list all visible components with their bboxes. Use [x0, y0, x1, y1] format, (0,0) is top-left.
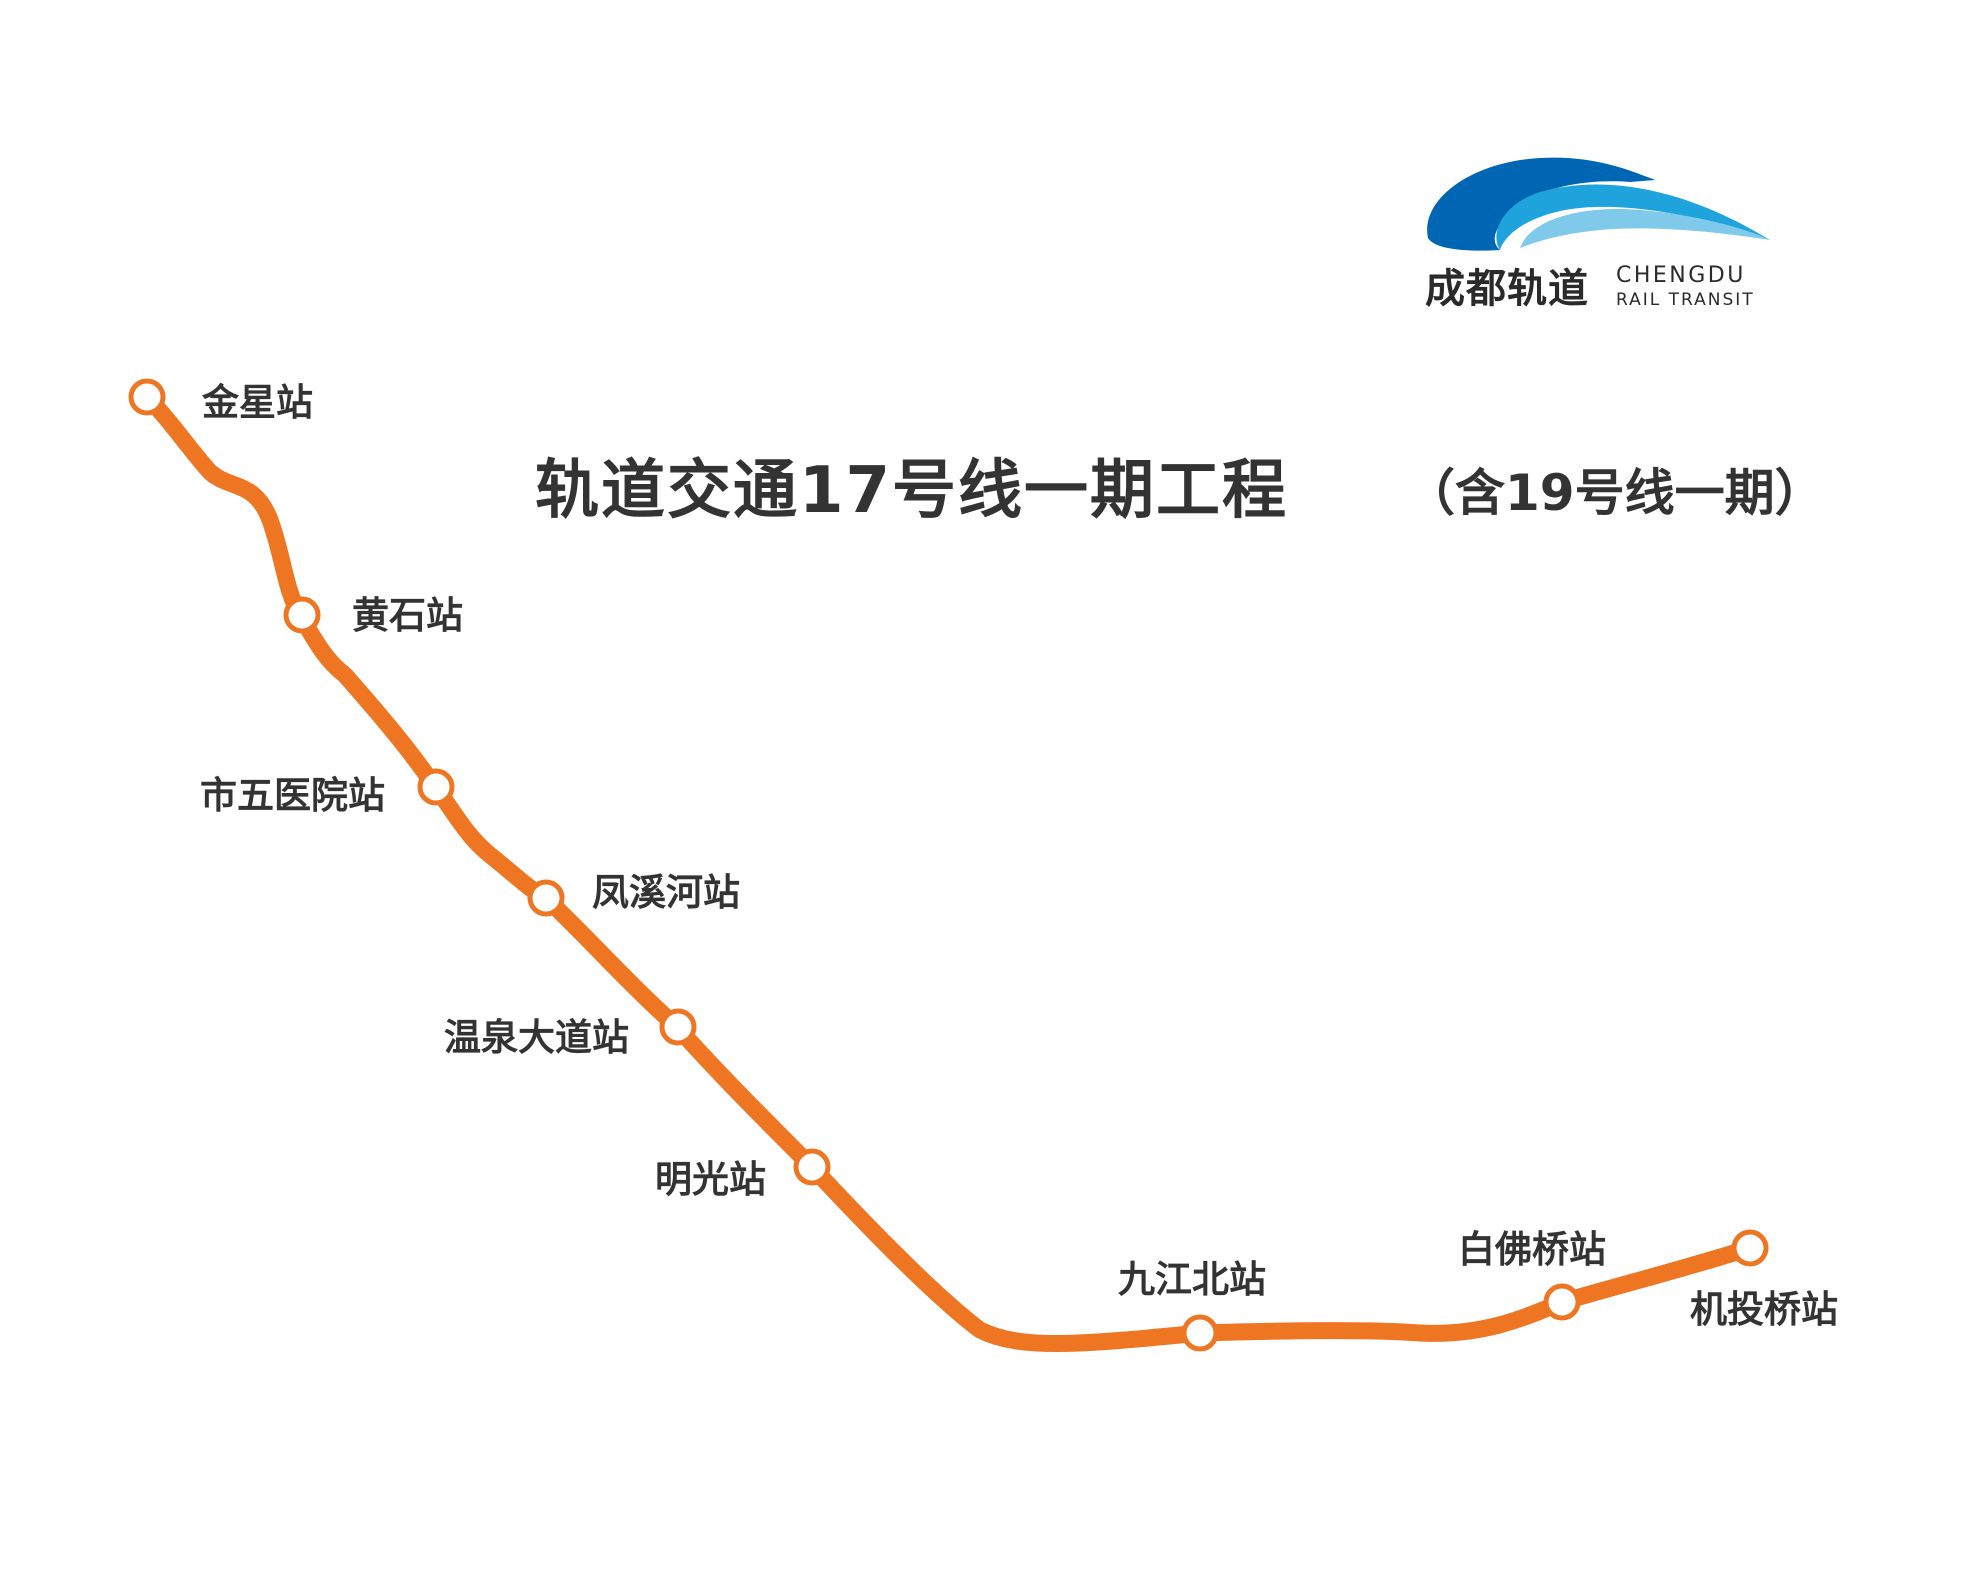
chengdu-rail-transit-logo-icon: [1427, 157, 1770, 251]
station-marker[interactable]: [1181, 1314, 1219, 1352]
station-marker[interactable]: [1731, 1229, 1769, 1267]
station-marker[interactable]: [527, 879, 565, 917]
logo-name-cn: 成都轨道: [1425, 266, 1589, 312]
station-label: 市五医院站: [200, 774, 385, 817]
station-label: 黄石站: [352, 594, 463, 637]
station-marker[interactable]: [128, 378, 166, 416]
station-marker[interactable]: [417, 768, 455, 806]
station-marker[interactable]: [659, 1008, 697, 1046]
logo: 成都轨道 CHENGDU RAIL TRANSIT: [1425, 157, 1770, 312]
station-marker[interactable]: [793, 1148, 831, 1186]
metro-route-line: [138, 388, 1759, 1352]
map-title: 轨道交通17号线一期工程 （含19号线一期）: [535, 454, 1825, 528]
station-label: 白佛桥站: [1458, 1228, 1606, 1271]
logo-name-en-line2: RAIL TRANSIT: [1616, 290, 1755, 310]
station-label: 金星站: [202, 381, 313, 424]
station-label: 凤溪河站: [592, 871, 740, 914]
logo-name-en-line1: CHENGDU: [1616, 263, 1746, 288]
station-label: 温泉大道站: [444, 1016, 629, 1059]
stations: 金星站 黄石站 市五医院站 凤溪河站 温泉大道站 明光站 九江北站 白佛桥站: [128, 378, 1838, 1352]
title-sub: （含19号线一期）: [1405, 464, 1825, 522]
title-main: 轨道交通17号线一期工程: [535, 454, 1288, 528]
station-label: 机投桥站: [1690, 1288, 1838, 1331]
station-marker[interactable]: [283, 596, 321, 634]
station-label: 九江北站: [1118, 1258, 1266, 1301]
station-label: 明光站: [655, 1158, 766, 1201]
station-marker[interactable]: [1543, 1283, 1581, 1321]
